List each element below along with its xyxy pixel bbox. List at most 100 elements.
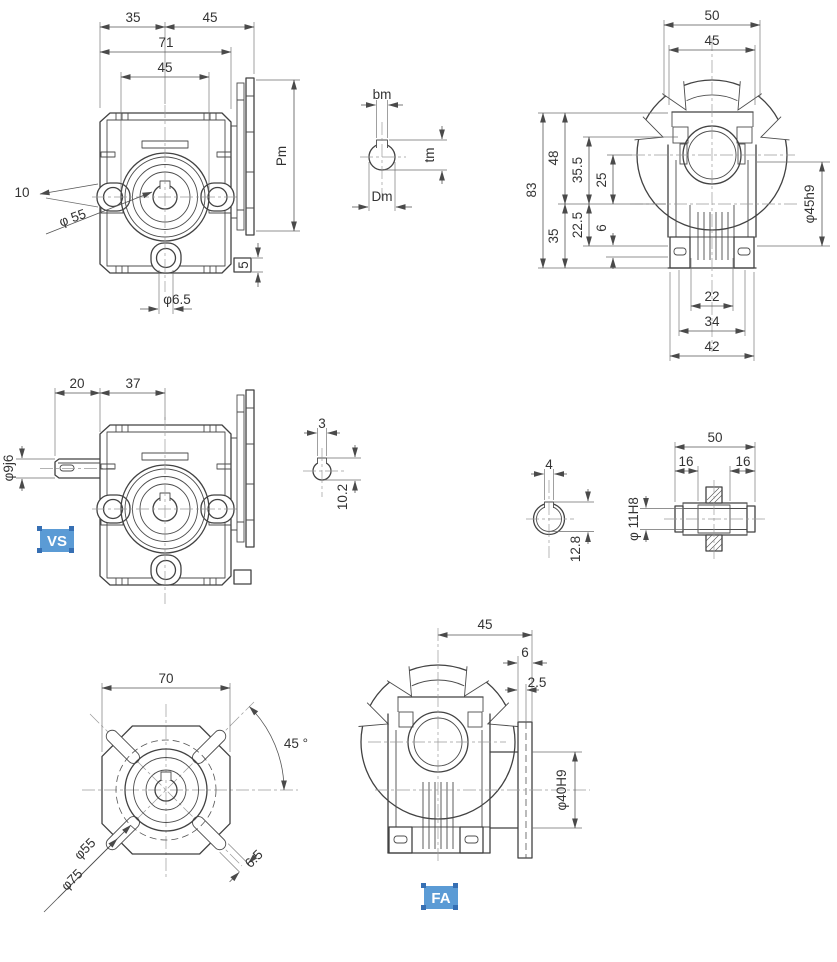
dim-text: 35 xyxy=(546,228,561,243)
dim-text: 2.5 xyxy=(528,675,547,690)
dim-12-8: 12.8 xyxy=(551,489,594,562)
dim-text: φ 11H8 xyxy=(626,497,641,541)
dim-71: 71 xyxy=(99,35,232,109)
dim-16-right: 16 xyxy=(729,454,756,501)
input-face-view: 50 45 83 48 35 35.5 22.5 25 6 xyxy=(524,8,830,361)
dim-text: 6 xyxy=(594,224,609,232)
dim-angle-45: 45 ° xyxy=(249,706,308,791)
dim-text: 10.2 xyxy=(335,484,350,510)
dim-70: 70 xyxy=(101,671,231,752)
vs-tag: VS xyxy=(37,526,74,553)
dim-34: 34 xyxy=(678,270,746,336)
dim-10: 10 xyxy=(14,183,99,208)
dim-phi9j6: φ9j6 xyxy=(1,446,55,491)
dim-25: 25 xyxy=(594,154,632,205)
vs-front-view: 20 37 φ9j6 VS xyxy=(1,376,255,605)
input-shaft xyxy=(40,458,114,479)
dim-16-left: 16 xyxy=(674,454,699,501)
dim-text: 22.5 xyxy=(570,212,585,238)
dim-text: Dm xyxy=(372,189,393,204)
dim-6-5: 6.5 xyxy=(219,843,266,883)
feet xyxy=(387,826,491,854)
dim-50: 50 xyxy=(663,8,761,98)
fa-tag-text: FA xyxy=(431,890,450,907)
dim-text: 4 xyxy=(545,457,553,472)
dim-phi45h9: φ45h9 xyxy=(757,161,830,247)
dim-text: 83 xyxy=(524,182,539,197)
dim-10-2: 10.2 xyxy=(324,445,361,510)
dim-text: φ40H9 xyxy=(554,769,569,810)
dim-text: 45 xyxy=(202,10,217,25)
dim-text: 50 xyxy=(707,430,722,445)
side-flange xyxy=(231,77,255,273)
dim-bm: bm xyxy=(361,87,403,138)
dim-text: 45 xyxy=(477,617,492,632)
output-front-view: 35 45 71 45 Pm 10 φ 55 5 φ6.5 xyxy=(14,10,300,314)
dim-text: 35 xyxy=(125,10,140,25)
dim-20: 20 xyxy=(54,376,101,456)
gearbox-front-body xyxy=(92,77,255,292)
dim-text: 6.5 xyxy=(242,847,266,871)
vs-gearbox-body xyxy=(91,389,255,605)
dim-phi6-5: φ6.5 xyxy=(140,270,192,314)
bell-notches xyxy=(634,81,790,141)
dim-text: 35.5 xyxy=(570,157,585,183)
dim-text: 42 xyxy=(704,339,719,354)
dim-2-5: 2.5 xyxy=(505,675,546,722)
motor-key-section-view: bm tm Dm xyxy=(352,87,447,211)
dim-4: 4 xyxy=(531,457,567,500)
dim-83: 83 xyxy=(524,112,668,269)
dim-text: bm xyxy=(373,87,392,102)
dim-text: 22 xyxy=(704,289,719,304)
dim-text: 25 xyxy=(594,172,609,187)
top-slot xyxy=(141,140,189,149)
vs-tag-text: VS xyxy=(47,533,67,550)
dim-5: 5 xyxy=(236,243,263,287)
key-section-mid-view: 4 12.8 xyxy=(526,457,594,562)
dim-text: 71 xyxy=(158,35,173,50)
dim-6: 6 xyxy=(594,224,668,269)
flange-outline xyxy=(101,725,231,855)
dim-phi11h8: φ 11H8 xyxy=(626,496,700,542)
dim-45-boss: 45 xyxy=(120,60,210,193)
dim-42: 42 xyxy=(669,272,755,361)
dim-text: 10 xyxy=(14,185,29,200)
fa-side-view: 45 6 2.5 φ40H9 FA xyxy=(358,617,590,910)
dim-45-flange: 45 xyxy=(164,10,255,74)
dim-tm: tm xyxy=(384,126,447,184)
dim-text: 5 xyxy=(236,261,251,269)
dim-text: φ 55 xyxy=(57,206,88,230)
feet xyxy=(667,236,757,269)
dim-dm: Dm xyxy=(352,162,412,211)
dim-35-5: 35.5 xyxy=(570,136,678,205)
dim-6: 6 xyxy=(503,645,547,722)
dim-text: 45 ° xyxy=(284,736,308,751)
dim-text: tm xyxy=(422,148,437,163)
dim-37: 37 xyxy=(99,376,166,432)
dim-text: φ55 xyxy=(71,835,98,862)
dim-48: 48 xyxy=(546,112,666,205)
dim-text: φ45h9 xyxy=(802,185,817,224)
dim-3: 3 xyxy=(304,416,340,456)
dim-35: 35 xyxy=(99,10,166,108)
dim-text: 50 xyxy=(704,8,719,23)
dim-text: 45 xyxy=(157,60,172,75)
dim-text: φ6.5 xyxy=(163,292,191,307)
dim-35: 35 xyxy=(546,203,568,269)
dim-text: 70 xyxy=(158,671,173,686)
dim-text: Pm xyxy=(274,146,289,166)
dim-text: 20 xyxy=(69,376,84,391)
mount-lugs xyxy=(96,182,235,274)
key-section-small-view: 3 10.2 xyxy=(303,416,361,510)
dim-pm: Pm xyxy=(256,79,300,232)
housing-body xyxy=(387,713,491,854)
housing-body xyxy=(667,144,757,260)
dim-phi40h9: φ40H9 xyxy=(532,751,582,829)
dim-text: 12.8 xyxy=(568,536,583,562)
flange-face-view: 70 45 ° φ55 φ75 6.5 xyxy=(43,671,308,913)
dim-22-5: 22.5 xyxy=(570,203,668,247)
dim-text: 3 xyxy=(318,416,326,431)
fa-tag: FA xyxy=(421,883,458,910)
